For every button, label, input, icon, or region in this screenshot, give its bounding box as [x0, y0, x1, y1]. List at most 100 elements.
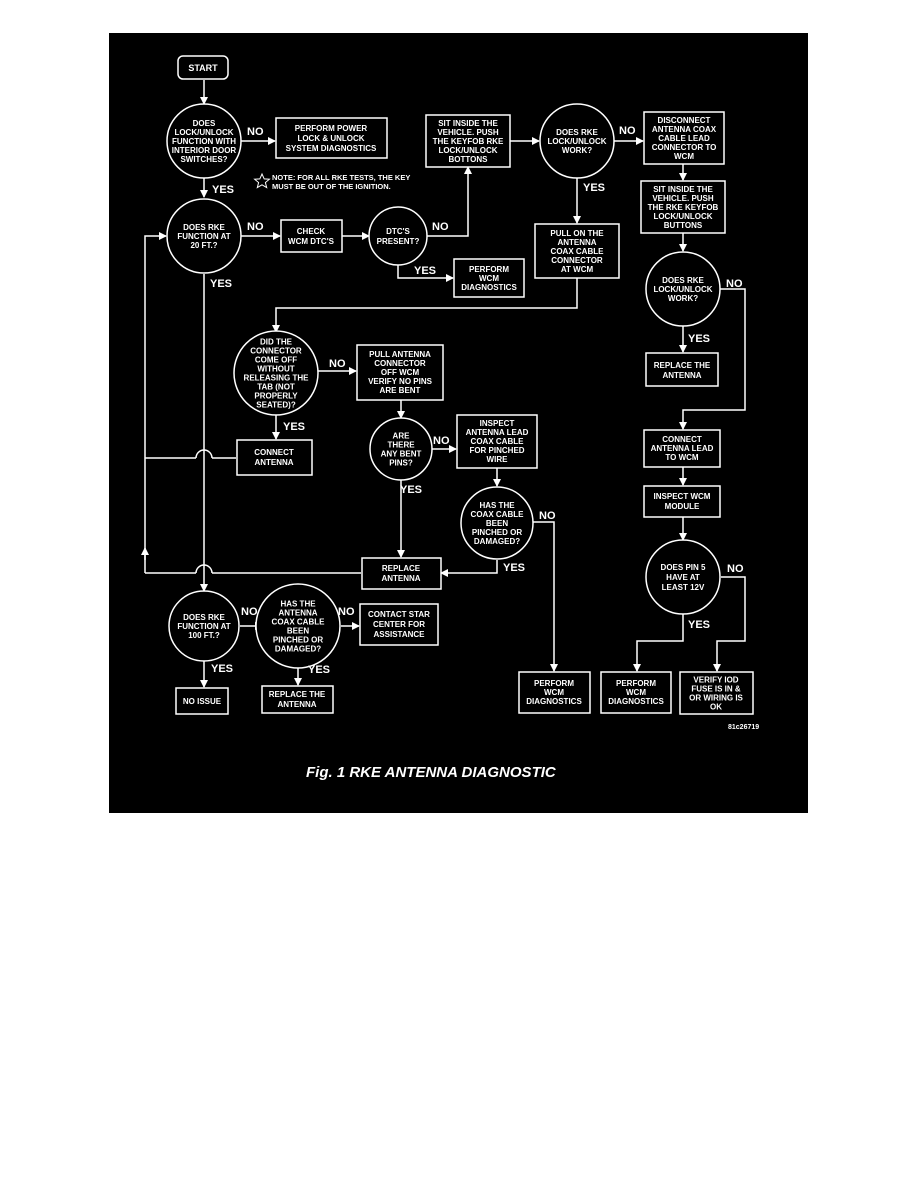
q-pins-circle — [369, 417, 433, 481]
node-text-line: ASSISTANCE — [374, 630, 426, 639]
start-box — [177, 55, 229, 80]
node-text-line: FUNCTION AT — [177, 232, 230, 241]
q-coax-circle-1 — [460, 486, 534, 560]
node-text-line: SWITCHES? — [180, 155, 227, 164]
node-text-line: OK — [710, 703, 722, 712]
flow-line — [633, 614, 684, 672]
node-text-line: FOR PINCHED — [469, 446, 524, 455]
node-text-line: AT WCM — [561, 265, 594, 274]
inspect-lead-box — [456, 414, 538, 469]
node-text-line: PERFORM — [469, 265, 509, 274]
label-no: NO — [432, 221, 449, 233]
node-text-line: 100 FT.? — [188, 631, 220, 640]
node-text-line: DIAGNOSTICS — [461, 283, 517, 292]
figure-code: 81c26719 — [728, 724, 759, 731]
node-text-line: PULL ON THE — [550, 229, 604, 238]
node-text-line: CONNECT — [254, 448, 294, 457]
q-100ft-circle — [168, 590, 240, 662]
node-text-line: BUTTONS — [664, 221, 703, 230]
node-text-line: CONNECTOR — [551, 256, 603, 265]
note-line-2: MUST BE OUT OF THE IGNITION. — [272, 182, 391, 191]
node-text-line: FUNCTION AT — [177, 622, 230, 631]
flow-line — [713, 576, 746, 672]
label-no: NO — [247, 221, 264, 233]
node-text-line: ANY BENT — [381, 450, 422, 459]
label-yes: YES — [688, 333, 710, 345]
flow-line — [440, 560, 498, 577]
no-issue-box — [175, 687, 229, 715]
node-text-line: ANTENNA — [277, 700, 316, 709]
flow-line — [144, 232, 167, 573]
perform-wcm-box-3 — [600, 671, 672, 714]
node-text-line: DOES — [193, 119, 216, 128]
node-text-line: ANTENNA — [662, 371, 701, 380]
replace-antenna-box-1 — [645, 352, 719, 387]
node-text-line: PERFORM — [616, 679, 656, 688]
node-text-line: RELEASING THE — [244, 374, 310, 383]
q-lock-circle-1 — [539, 103, 615, 179]
flow-line — [532, 521, 558, 672]
q-interior-circle — [166, 103, 242, 179]
node-text-line: DOES RKE — [662, 276, 704, 285]
pull-on-box — [534, 223, 620, 279]
node-text-line: HAVE AT — [666, 573, 700, 582]
node-text-line: WIRE — [487, 455, 509, 464]
node-text-line: WORK? — [668, 294, 698, 303]
node-text-line: CONNECT — [662, 435, 702, 444]
node-text-line: THERE — [387, 441, 415, 450]
node-text-line: PULL ANTENNA — [369, 350, 431, 359]
node-text-line: SIT INSIDE THE — [653, 185, 713, 194]
node-text-line: DOES RKE — [183, 613, 225, 622]
node-text-line: INTERIOR DOOR — [172, 146, 237, 155]
node-text-line: CHECK — [297, 227, 326, 236]
label-yes: YES — [283, 421, 305, 433]
node-text-line: DTC'S — [386, 227, 410, 236]
label-yes: YES — [308, 664, 330, 676]
node-text-line: VEHICLE. PUSH — [652, 194, 714, 203]
node-text-line: LOCK/UNLOCK — [653, 212, 712, 221]
node-text-line: PINCHED OR — [273, 636, 323, 645]
flow-line — [679, 288, 746, 430]
label-yes: YES — [583, 182, 605, 194]
note-block: NOTE: FOR ALL RKE TESTS, THE KEY MUST BE… — [253, 172, 410, 191]
node-text-line: DAMAGED? — [474, 537, 520, 546]
node-text-line: CONTACT STAR — [368, 610, 430, 619]
start-text: START — [188, 63, 218, 73]
connect-lead-box — [643, 429, 721, 468]
node-text-line: DIAGNOSTICS — [526, 697, 582, 706]
node-text-line: WORK? — [562, 146, 592, 155]
flow-connectors — [141, 80, 746, 688]
node-text-line: HAS THE — [479, 501, 515, 510]
node-text-line: REPLACE THE — [269, 690, 326, 699]
node-text-line: START — [188, 63, 218, 73]
node-text-line: PINS? — [389, 459, 413, 468]
node-text-line: PROPERLY — [254, 392, 298, 401]
flow-line — [272, 278, 578, 333]
node-text-line: FUSE IS IN & — [691, 685, 741, 694]
label-yes: YES — [688, 619, 710, 631]
node-text-line: PERFORM — [534, 679, 574, 688]
node-text-line: DOES RKE — [556, 128, 598, 137]
node-text-line: WCM DTC'S — [288, 237, 335, 246]
node-text-line: MODULE — [665, 502, 700, 511]
label-yes: YES — [414, 265, 436, 277]
q-20ft-circle — [166, 198, 242, 274]
q-dtc-circle — [368, 206, 428, 266]
node-text-line: INSPECT — [480, 419, 515, 428]
